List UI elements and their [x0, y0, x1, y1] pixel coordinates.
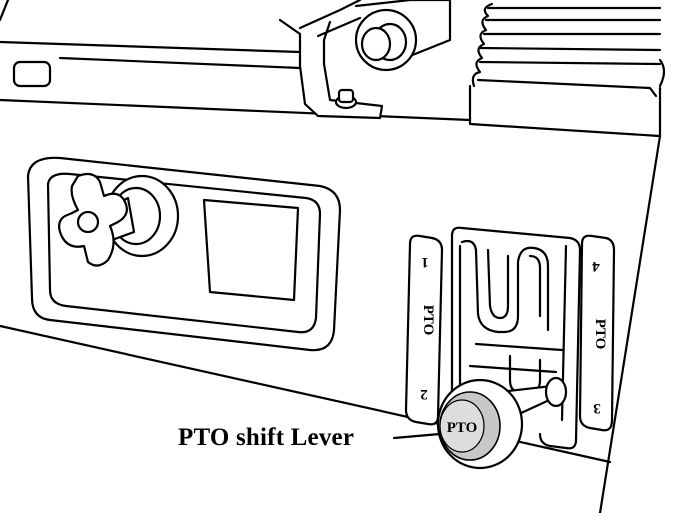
left-plate-position-1: 1: [421, 254, 429, 270]
gate-plate-right: [578, 234, 616, 432]
panel-window: [202, 198, 300, 302]
knob-label: PTO: [447, 420, 478, 436]
star-knob: [58, 172, 180, 267]
right-plate-position-4: 4: [592, 258, 600, 274]
right-plate-pto-text: PTO: [592, 319, 608, 350]
pto-shift-lever-callout: PTO shift Lever: [178, 424, 355, 451]
top-roller: [354, 0, 452, 72]
lever-knob: PTO: [436, 378, 524, 470]
right-plate-position-3: 3: [593, 400, 601, 416]
left-plate-pto-text: PTO: [420, 305, 436, 336]
left-plate-label: 1 PTO 2: [420, 254, 436, 402]
top-bracket: [278, 0, 384, 120]
rail-handle: [12, 60, 52, 88]
right-plate-label: 4 PTO 3: [592, 258, 608, 416]
ribbed-block: [468, 2, 666, 138]
left-plate-position-2: 2: [420, 386, 428, 402]
callout-leader-line: [392, 432, 442, 440]
